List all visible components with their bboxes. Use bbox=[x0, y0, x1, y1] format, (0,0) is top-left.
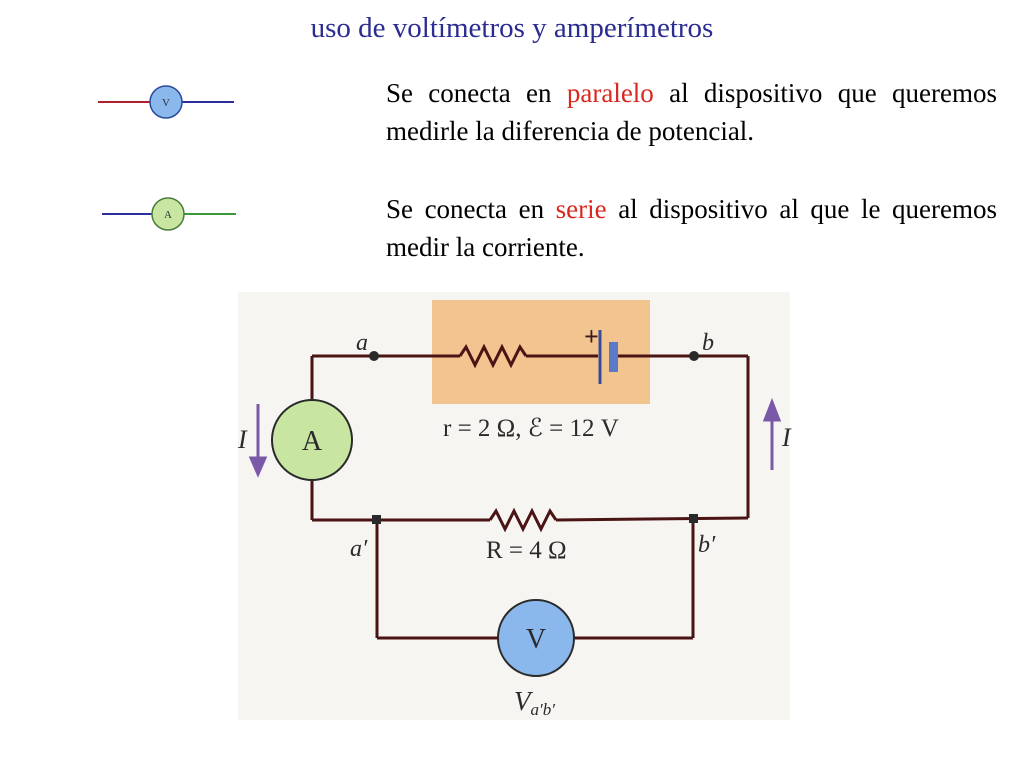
voltmeter-symbol: V bbox=[98, 85, 234, 119]
voltage-label: Va′b′ bbox=[514, 686, 555, 719]
voltmeter-description: Se conecta en paralelo al dispositivo qu… bbox=[386, 78, 998, 146]
parallel-highlight: paralelo bbox=[566, 78, 654, 108]
current-arrow-down bbox=[248, 404, 268, 478]
current-label-left: I bbox=[237, 425, 248, 454]
slide-title: uso de voltímetros y amperímetros bbox=[310, 12, 714, 44]
voltage-label-main: V bbox=[514, 686, 534, 716]
ammeter-symbol: A bbox=[102, 197, 236, 231]
voltage-label-sub: a′b′ bbox=[531, 700, 556, 719]
voltmeter-letter: V bbox=[526, 624, 546, 655]
ammeter-symbol-letter: A bbox=[164, 209, 172, 221]
ammeter-description: Se conecta en serie al dispositivo al qu… bbox=[386, 194, 998, 262]
battery-short-plate bbox=[609, 342, 618, 372]
ammeter-letter: A bbox=[302, 426, 323, 457]
node-b-prime-label: b′ bbox=[698, 532, 716, 558]
node-a-label: a bbox=[356, 330, 368, 356]
node-a-prime-label: a′ bbox=[350, 536, 368, 562]
resistor-label: R = 4 Ω bbox=[486, 537, 567, 564]
node-b-prime-dot bbox=[689, 514, 698, 523]
series-highlight: serie bbox=[555, 194, 607, 224]
circuit-wires bbox=[310, 343, 750, 640]
battery-plus-sign: + bbox=[584, 322, 599, 351]
voltmeter-symbol-letter: V bbox=[162, 97, 170, 109]
battery-label: r = 2 Ω, ℰ = 12 V bbox=[443, 415, 619, 442]
node-b-dot bbox=[689, 351, 699, 361]
node-a-prime-dot bbox=[372, 515, 381, 524]
current-arrow-up bbox=[762, 397, 782, 470]
ammeter-circle bbox=[271, 399, 353, 481]
voltmeter-circle bbox=[497, 599, 575, 677]
node-b-label: b bbox=[702, 330, 714, 356]
current-label-right: I bbox=[781, 423, 792, 452]
node-a-dot bbox=[369, 351, 379, 361]
